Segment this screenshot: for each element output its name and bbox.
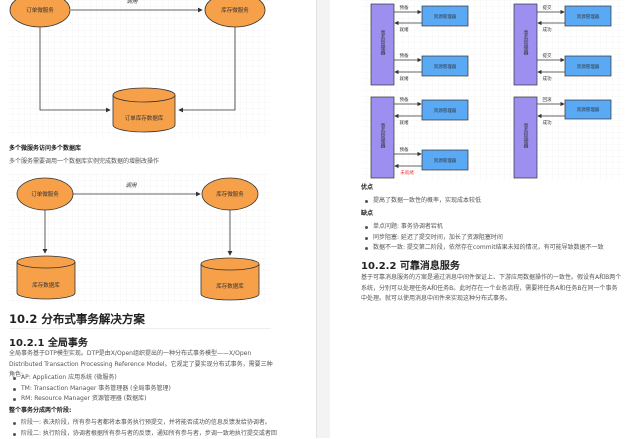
ready-label: 就绪 [400,26,409,33]
list-item: 阶段二: 执行阶段，协调者根据所有参与者的反馈，通知所有参与者，步调一致地执行提… [9,429,277,439]
heading-10-2-1: 10.2.1 全局事务 [9,338,88,349]
tm-box [513,96,538,179]
diagram-single-db [9,0,266,133]
order-service-node [9,0,71,28]
right-page: 资源管理器 资源管理器 资源管理器 资源管理器 资源管理器 资源管理器 资源管理… [330,0,640,438]
tm-box [370,96,395,179]
list-item: TM: Transaction Manager 事务管理器 (全局事务管理) [9,384,171,395]
phases-title: 整个事务分成两个阶段: [9,407,72,414]
two-phase-diagrams: 资源管理器 资源管理器 资源管理器 资源管理器 资源管理器 资源管理器 资源管理… [362,0,624,180]
list-item: 阶段一: 表决阶段，所有参与者都将本事务执行预提交，并将能否成功的信息反馈发给协… [9,418,277,429]
commit-label: 提交 [543,52,552,59]
ready-label: 就绪 [400,119,409,126]
rm-box [564,99,612,120]
pros-title: 优点 [361,184,374,191]
rm-box [564,5,612,27]
intro-paragraph: 全局事务基于DTP模型实现。DTP是由X/Open组织提出的一种分布式事务模型—… [9,350,273,378]
rm-label: 资源管理器 [434,63,457,70]
list-item: 单点问题: 事务协调者宕机 [361,222,604,233]
tm-label: 事务管理器 [380,122,386,149]
prepare-label: 预备 [400,146,409,153]
tm-label: 事务管理器 [523,29,529,56]
db-label: 订单库存数据库 [125,114,164,122]
not-ready-label: 未就绪 [400,169,414,176]
stock-service-label: 库存微服务 [216,190,244,198]
roles-list: AP: Application 应用系统 (微服务) TM: Transacti… [9,373,171,405]
call-label: 调用 [125,182,137,189]
heading-10-2-2: 10.2.2 可靠消息服务 [361,261,460,272]
diagrams-left: 订单微服务 库存微服务 调用 订单库存数据库 订单微服务 库存微服务 调用 库存… [8,0,270,305]
rm-box [421,149,469,171]
order-service-node [16,177,74,211]
cons-title: 缺点 [361,210,374,217]
call-label: 调用 [126,0,138,5]
list-item: 提高了数据一致性的概率，实现成本较低 [361,196,481,207]
stock-service-label: 库存微服务 [221,6,249,14]
cons-list: 单点问题: 事务协调者宕机 同步阻塞: 延迟了提交时间，加长了资源阻塞时间 数据… [361,222,604,254]
db-a-label: 库存数据库 [32,281,60,289]
rm-box [421,55,469,77]
order-service-label: 订单微服务 [26,6,54,14]
stock-service-node [201,177,259,211]
reliable-message-paragraph: 基于可靠消息服务的方案是通过消息中间件保证上、下游应用数据操作的一致性。假设有A… [361,274,622,302]
pros-list: 提高了数据一致性的概率，实现成本较低 [361,196,481,207]
left-page: 订单微服务 库存微服务 调用 订单库存数据库 订单微服务 库存微服务 调用 库存… [0,0,316,438]
rm-box [421,5,469,27]
success-label: 成功 [543,26,552,33]
list-item: AP: Application 应用系统 (微服务) [9,373,171,384]
success-label: 成功 [543,75,552,82]
phases-list: 阶段一: 表决阶段，所有参与者都将本事务执行预提交，并将能否成功的信息反馈发给协… [9,418,277,439]
prepare-label: 预备 [400,96,409,103]
tm-label: 事务管理器 [523,122,529,149]
rm-box [564,55,612,77]
db-cylinder [112,95,176,133]
rm-label: 资源管理器 [434,13,457,20]
list-item: RM: Resource Manager 资源管理器 (数据库) [9,394,171,405]
commit-label: 提交 [543,4,552,11]
section-text: 多个服务需要调用一个数据库实例完成数据的增删改操作 [9,158,160,165]
rm-label: 资源管理器 [577,106,600,113]
heading-10-2: 10.2 分布式事务解决方案 [9,312,145,326]
list-item: 数据不一致: 提交第二阶段，依然存在commit结果未知的情况，有可能导致数据不… [361,243,604,254]
rollback-label: 回滚 [543,96,552,103]
rm-label: 资源管理器 [577,13,600,20]
prepare-label: 预备 [400,4,409,11]
rm-label: 资源管理器 [577,63,600,70]
list-item: 同步阻塞: 延迟了提交时间，加长了资源阻塞时间 [361,233,604,244]
rm-label: 资源管理器 [434,107,457,114]
rm-label: 资源管理器 [434,157,457,164]
diagram-multi-db [16,177,260,301]
tm-label: 事务管理器 [380,29,386,56]
success-label: 成功 [543,119,552,126]
ready-label: 就绪 [400,75,409,82]
tm-box [513,3,538,86]
prepare-label: 预备 [400,52,409,59]
db-b-label: 库存数据库 [216,282,244,290]
section-title: 多个微服务访问多个数据库 [9,145,82,152]
rm-box [421,99,469,121]
order-service-label: 订单微服务 [31,190,59,198]
stock-service-node [204,0,266,28]
tm-box [370,3,395,86]
page-gap [316,0,330,438]
